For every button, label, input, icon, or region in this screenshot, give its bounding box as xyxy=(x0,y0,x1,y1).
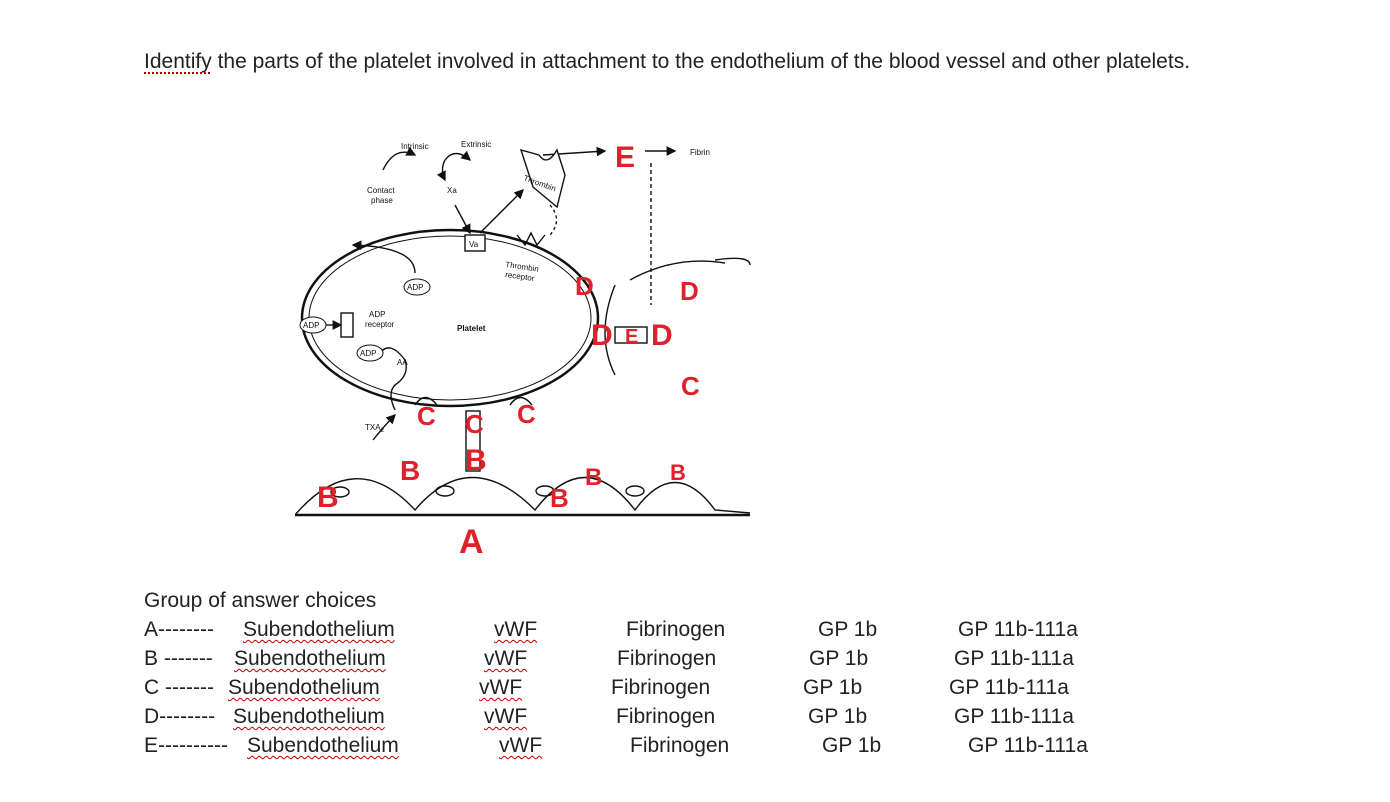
choice-row-label: D-------- xyxy=(144,705,215,729)
handwritten-d-3: D xyxy=(591,319,613,352)
choice-letter: C xyxy=(144,676,160,699)
choice-gp1b: GP 1b xyxy=(818,618,878,641)
choice-vwf: vWF xyxy=(484,647,528,670)
choice-gp1b: GP 1b xyxy=(803,676,863,699)
question-first-word: Identify xyxy=(144,50,212,73)
choice-vwf: vWF xyxy=(494,618,538,641)
choice-fibrinogen: Fibrinogen xyxy=(617,647,717,670)
handwritten-d-2: D xyxy=(680,276,699,306)
handwritten-b-4: B xyxy=(550,483,569,513)
choice-dashes: -------- xyxy=(159,705,216,728)
choice-gp2: GP 11b-111a xyxy=(954,647,1074,670)
choice-dashes: -------- xyxy=(158,618,214,641)
choice-vwf: vWF xyxy=(479,676,523,699)
choice-letter: A xyxy=(144,618,159,641)
choice-gp2: GP 11b-111a xyxy=(949,676,1069,699)
handwritten-d-1: D xyxy=(575,271,594,301)
handwritten-c-3: C xyxy=(517,399,536,429)
handwritten-e-1: E xyxy=(615,141,635,174)
handwritten-c-1: C xyxy=(417,401,436,431)
platelet-diagram: Intrinsic Extrinsic Fibrin Thrombin Cont… xyxy=(295,140,751,561)
label-contact-1: Contact xyxy=(367,186,395,195)
question-rest: the parts of the platelet involved in at… xyxy=(217,50,1191,73)
choice-row-label: A-------- xyxy=(144,618,214,642)
label-xa: Xa xyxy=(447,186,457,195)
choice-vwf: vWF xyxy=(484,705,528,728)
handwritten-b-2: B xyxy=(400,455,420,486)
choice-dashes: ---------- xyxy=(158,734,228,757)
endothelium xyxy=(295,476,751,516)
label-adp-receptor-2: receptor xyxy=(365,320,395,329)
label-aa: AA xyxy=(397,358,408,367)
label-fibrin: Fibrin xyxy=(690,148,710,157)
choice-row-label: C ------- xyxy=(144,676,214,700)
choice-subendo: Subendothelium xyxy=(243,618,395,641)
handwritten-b-6: B xyxy=(670,460,686,485)
handwritten-a: A xyxy=(459,523,484,561)
label-adp-receptor-1: ADP xyxy=(369,310,385,319)
label-txa2: TXA2 xyxy=(365,423,385,434)
choice-subendo: Subendothelium xyxy=(233,705,385,728)
choice-fibrinogen: Fibrinogen xyxy=(626,618,726,641)
choice-fibrinogen: Fibrinogen xyxy=(611,676,711,699)
platelet-membrane xyxy=(300,228,600,408)
choice-vwf: vWF xyxy=(499,734,543,757)
handwritten-b-3: B xyxy=(465,444,487,477)
question-text: Identify the parts of the platelet invol… xyxy=(144,50,1190,74)
choice-gp1b: GP 1b xyxy=(808,705,868,728)
choice-gp1b: GP 1b xyxy=(809,647,869,670)
choice-letter: B xyxy=(144,647,159,670)
choice-dashes: ------- xyxy=(158,647,219,670)
choice-gp2: GP 11b-111a xyxy=(958,618,1078,641)
handwritten-b-1: B xyxy=(317,481,339,514)
handwritten-c-2: C xyxy=(465,409,484,439)
handwritten-c-4: C xyxy=(681,371,700,401)
label-extrinsic: Extrinsic xyxy=(461,140,491,149)
choice-gp1b: GP 1b xyxy=(822,734,882,757)
label-platelet: Platelet xyxy=(457,324,486,333)
choice-subendo: Subendothelium xyxy=(247,734,399,757)
label-contact-2: phase xyxy=(371,196,393,205)
label-intrinsic: Intrinsic xyxy=(401,142,429,151)
choice-subendo: Subendothelium xyxy=(234,647,386,670)
choice-row-label: E---------- xyxy=(144,734,228,758)
choice-letter: D xyxy=(144,705,160,728)
handwritten-d-4: D xyxy=(651,319,673,352)
label-adp-lower: ADP xyxy=(360,349,376,358)
label-va: Va xyxy=(469,240,479,249)
label-thrombin-receptor-2: receptor xyxy=(505,270,536,283)
handwritten-b-5: B xyxy=(585,464,602,491)
handwritten-e-2: E xyxy=(625,326,638,348)
label-adp-outer: ADP xyxy=(303,321,319,330)
choice-dashes: ------- xyxy=(159,676,214,699)
choice-gp2: GP 11b-111a xyxy=(968,734,1088,757)
choice-subendo: Subendothelium xyxy=(228,676,380,699)
choice-letter: E xyxy=(144,734,159,757)
choice-gp2: GP 11b-111a xyxy=(954,705,1074,728)
choice-row-label: B ------- xyxy=(144,647,219,671)
label-adp-inner: ADP xyxy=(407,283,423,292)
choice-fibrinogen: Fibrinogen xyxy=(630,734,730,757)
choice-fibrinogen: Fibrinogen xyxy=(616,705,716,728)
choices-heading: Group of answer choices xyxy=(144,589,377,612)
